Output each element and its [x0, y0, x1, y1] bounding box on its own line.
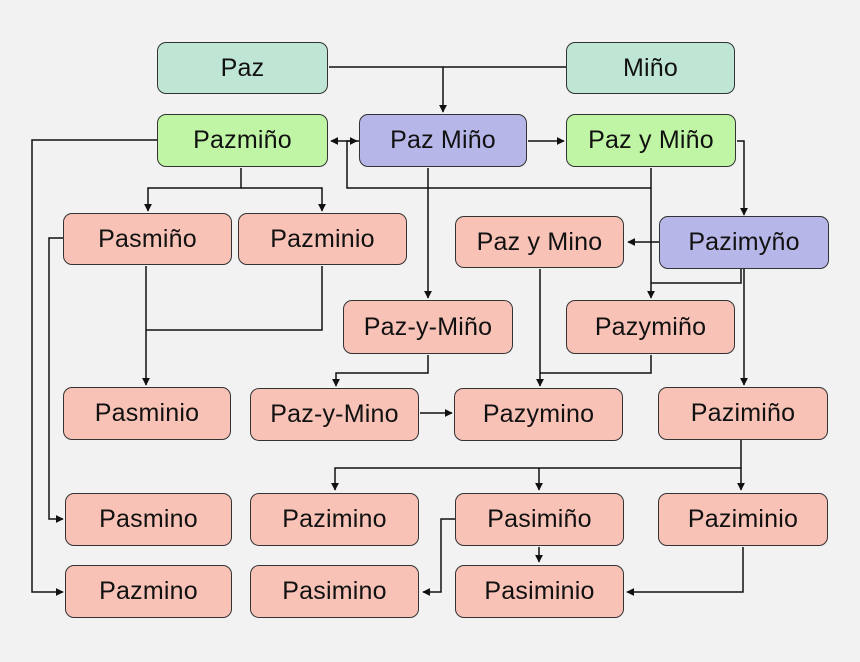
- connector-feedback-to-paz-mino: [346, 137, 651, 189]
- node-pazymino-tilde: Pazymiño: [566, 300, 735, 354]
- node-pazymino: Pazymino: [454, 388, 623, 441]
- node-pazminio: Pazminio: [238, 213, 407, 265]
- node-pazimino-tilde: Pazimiño: [658, 387, 828, 440]
- connector-pazminio-to-pasminio: [146, 266, 323, 331]
- node-paz: Paz: [157, 42, 328, 94]
- node-paz-y-mino-tilde: Paz y Miño: [566, 114, 736, 167]
- connector-paz-y-mino-tilde-to-pazimyno: [737, 140, 748, 216]
- connector-pazmino-tilde-to-pazmino: [31, 139, 157, 596]
- node-pasimino: Pasimino: [250, 565, 419, 618]
- node-paz-y-mino: Paz y Mino: [455, 216, 624, 268]
- node-pasminio: Pasminio: [63, 387, 231, 440]
- node-paz-y-mino-dash: Paz-y-Mino: [250, 388, 419, 441]
- connector-pazymino-tilde-to-pazymino: [540, 355, 652, 374]
- node-pasimino-tilde: Pasimiño: [455, 493, 624, 546]
- node-pasmino-tilde: Pasmiño: [63, 213, 232, 265]
- node-paziminio: Paziminio: [658, 493, 828, 546]
- connector-pazimyno-to-pazymino-tilde: [651, 269, 742, 284]
- node-pazmino: Pazmino: [65, 565, 232, 618]
- connector-pazmino-tilde-to-pazminio: [241, 187, 326, 212]
- connector-pazmino-tilde-split: [144, 168, 242, 212]
- connector-paz-y-mino-dash-tilde-to-paz-y-mino-dash: [332, 355, 429, 387]
- connector-pazimino-tilde-down: [331, 440, 742, 491]
- node-pazimino: Pazimino: [250, 493, 419, 546]
- node-mino: Miño: [566, 42, 735, 94]
- node-pasiminio: Pasiminio: [455, 565, 624, 618]
- node-pasmino: Pasmino: [65, 493, 232, 546]
- node-pazmino-tilde: Pazmiño: [157, 114, 328, 167]
- connector-pasmino-tilde-to-pasmino: [48, 237, 64, 523]
- node-paz-mino: Paz Miño: [359, 114, 527, 167]
- node-paz-y-mino-dash-tilde: Paz-y-Miño: [343, 300, 513, 354]
- node-pazimyno: Pazimyño: [659, 216, 829, 269]
- connector-paziminio-to-pasiminio: [626, 547, 744, 596]
- connector-pasimino-tilde-to-pasimino: [422, 518, 455, 596]
